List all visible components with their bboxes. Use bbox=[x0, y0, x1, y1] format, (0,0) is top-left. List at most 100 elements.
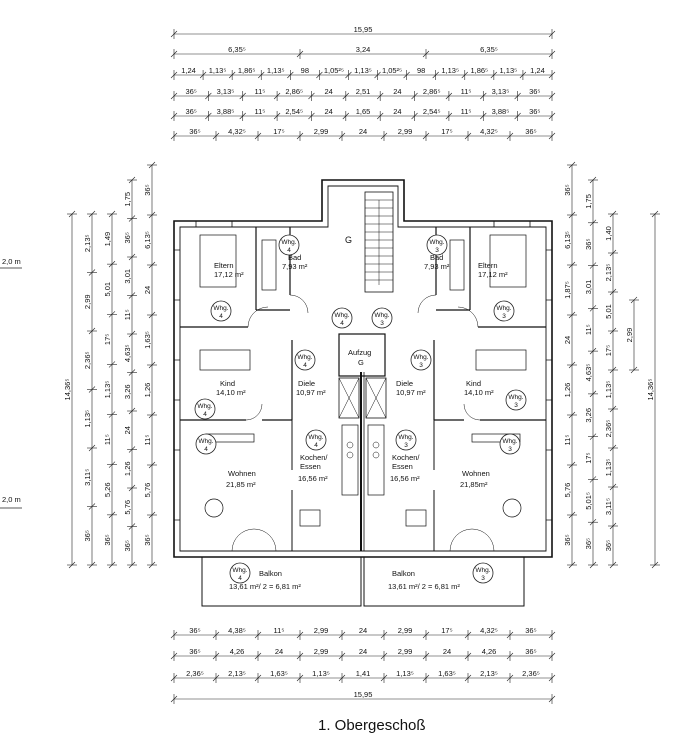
tag-number: 3 bbox=[380, 320, 384, 327]
wohnen-right-name: Wohnen bbox=[462, 469, 490, 478]
dim-right-1-label: 24 bbox=[563, 336, 572, 344]
kochen-left-name: Kochen/ bbox=[300, 453, 328, 462]
dim-right-2-label: 17⁵ bbox=[584, 452, 593, 463]
dim-top-6-label: 2,99 bbox=[314, 127, 329, 136]
tag-label: Whg. bbox=[197, 403, 212, 410]
dim-top-5-label: 1,65 bbox=[356, 107, 371, 116]
dim-top-3-label: 98 bbox=[301, 66, 309, 75]
dim-top-5-label: 36⁵ bbox=[185, 107, 196, 116]
bad-left-area: 7,93 m² bbox=[282, 262, 308, 271]
dim-bottom-3-label: 2,13⁵ bbox=[228, 669, 246, 678]
dim-bottom-3-label: 1,13⁵ bbox=[396, 669, 414, 678]
dim-top-5-label: 3,88⁵ bbox=[492, 107, 510, 116]
dim-bottom-2-label: 36⁵ bbox=[525, 647, 536, 656]
dim-right-1-label: 36⁵ bbox=[563, 534, 572, 545]
kind-right-area: 14,10 m² bbox=[464, 388, 494, 397]
dim-top-2-label: 3,24 bbox=[356, 45, 371, 54]
tag-number: 4 bbox=[219, 313, 223, 320]
dim-top-5-label: 11⁵ bbox=[461, 107, 472, 116]
kind-left-name: Kind bbox=[220, 379, 235, 388]
tag-label: Whg. bbox=[413, 354, 428, 361]
dim-bottom-1-label: 24 bbox=[359, 626, 367, 635]
diele-right-area: 10,97 m² bbox=[396, 388, 426, 397]
balkon-right-name: Balkon bbox=[392, 569, 415, 578]
dim-left-1-label: 14,36⁵ bbox=[63, 379, 72, 401]
dim-right-3-label: 1,13⁵ bbox=[604, 381, 613, 399]
lift-name: Aufzug bbox=[348, 348, 371, 357]
tag-label: Whg. bbox=[213, 305, 228, 312]
dim-bottom-2-label: 24 bbox=[275, 647, 283, 656]
dim-top-3-label: 1,13⁵ bbox=[209, 66, 227, 75]
dim-left-2-label: 36⁵ bbox=[83, 530, 92, 541]
dim-right-3-label: 17⁵ bbox=[604, 345, 613, 356]
tag-label: Whg. bbox=[308, 434, 323, 441]
dim-bottom-2-label: 4,26 bbox=[482, 647, 497, 656]
dim-right-1-label: 36⁵ bbox=[563, 184, 572, 195]
dim-top-4-label: 11⁵ bbox=[254, 87, 265, 96]
apartment-tag-right: Whg.3 bbox=[472, 562, 494, 584]
dim-bottom-1-label: 17⁵ bbox=[441, 626, 452, 635]
dim-right-3-label: 3,11⁵ bbox=[604, 498, 613, 515]
dim-left-2-label: 2,99 bbox=[83, 294, 92, 309]
dim-top-6-label: 17⁵ bbox=[441, 127, 452, 136]
dim-left-3-label: 17⁵ bbox=[103, 334, 112, 345]
tag-circle bbox=[229, 562, 251, 584]
floor-title: 1. Obergeschoß bbox=[318, 717, 426, 734]
dim-top-3-label: 1,13⁵ bbox=[354, 66, 372, 75]
stair-label: G bbox=[345, 235, 352, 245]
apartment-tag-left: Whg.4 bbox=[331, 307, 353, 329]
kochen-right-area: 16,56 m² bbox=[390, 474, 420, 483]
dim-right-1-label: 1,26 bbox=[563, 383, 572, 398]
tag-circle bbox=[194, 398, 216, 420]
dim-top-3-label: 98 bbox=[417, 66, 425, 75]
kochen-right-name: Kochen/ bbox=[392, 453, 420, 462]
kind-right-name: Kind bbox=[466, 379, 481, 388]
kochen-right-name2: Essen bbox=[392, 462, 413, 471]
dim-bottom-3-label: 1,41 bbox=[356, 669, 371, 678]
walls bbox=[173, 179, 553, 607]
dim-top-5-label: 11⁵ bbox=[254, 107, 265, 116]
dim-top-4-label: 3,13⁵ bbox=[217, 87, 235, 96]
dim-top-2-label: 6,35⁵ bbox=[480, 45, 498, 54]
dim-top-4-label: 36⁵ bbox=[529, 87, 540, 96]
tag-circle bbox=[210, 300, 232, 322]
tag-circle bbox=[371, 307, 393, 329]
dim-right-3-label: 2,13⁵ bbox=[604, 264, 613, 282]
dim-right-2-label: 5,01⁵ bbox=[584, 492, 593, 510]
dim-left-2-label: 2,36⁵ bbox=[83, 351, 92, 369]
dim-right-2-label: 11⁵ bbox=[584, 324, 593, 335]
tag-number: 3 bbox=[419, 362, 423, 369]
dim-top-4-label: 3,13⁵ bbox=[492, 87, 510, 96]
apartment-tag-right: Whg.3 bbox=[410, 349, 432, 371]
tag-circle bbox=[426, 234, 448, 256]
dim-left-4-label: 3,01 bbox=[123, 269, 132, 284]
dim-left-4-label: 11⁵ bbox=[123, 309, 132, 320]
tag-circle bbox=[505, 389, 527, 411]
dim-left-5-label: 1,26 bbox=[143, 383, 152, 398]
dim-top-4-label: 2,51 bbox=[356, 87, 371, 96]
dim-top-3-label: 1,13⁵ bbox=[267, 66, 285, 75]
dim-left-5-label: 24 bbox=[143, 286, 152, 294]
scale-label-lower: 2,0 m bbox=[2, 495, 21, 504]
tag-label: Whg. bbox=[475, 567, 490, 574]
apartment-tag-left: Whg.4 bbox=[294, 349, 316, 371]
dim-top-6-label: 36⁵ bbox=[525, 127, 536, 136]
lift-shaft bbox=[338, 333, 386, 377]
dim-left-4-label: 36⁵ bbox=[123, 232, 132, 243]
dim-bottom-1-label: 2,99 bbox=[314, 626, 329, 635]
dim-top-5-label: 24 bbox=[393, 107, 401, 116]
dim-right-1-label: 1,87⁵ bbox=[563, 281, 572, 299]
inner-outline bbox=[179, 185, 547, 552]
dim-top-4-label: 36⁵ bbox=[185, 87, 196, 96]
eltern-right-area: 17,12 m² bbox=[478, 270, 508, 279]
dim-left-4-label: 5,76 bbox=[123, 500, 132, 515]
tag-circle bbox=[294, 349, 316, 371]
dim-left-2-label: 2,13⁵ bbox=[83, 234, 92, 252]
tag-number: 3 bbox=[435, 247, 439, 254]
dim-left-4-label: 3,26 bbox=[123, 384, 132, 399]
tag-circle bbox=[395, 429, 417, 451]
dim-bottom-2-label: 24 bbox=[359, 647, 367, 656]
kochen-left-name2: Essen bbox=[300, 462, 321, 471]
tag-number: 4 bbox=[204, 446, 208, 453]
tag-number: 3 bbox=[502, 313, 506, 320]
